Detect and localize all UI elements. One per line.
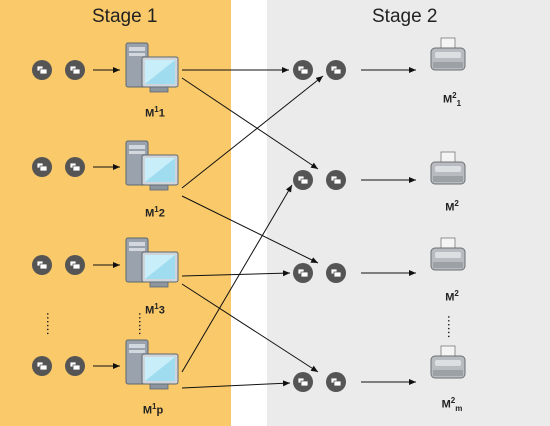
m-base: M: [445, 201, 455, 214]
job-token-icon: [293, 263, 313, 283]
job-token-icon: [32, 255, 52, 275]
stage2-machine-label-1: M21: [443, 91, 461, 108]
stage2-machine-ellipsis: ......: [445, 315, 461, 339]
stage1-machine-label-3: M13: [145, 302, 165, 317]
stage2-machine-label-2: M2: [445, 199, 459, 214]
stage1-machine-label-p: M1p: [143, 402, 163, 417]
stage1-queue-ellipsis: ......: [44, 312, 60, 336]
job-token-icon: [326, 60, 346, 80]
m-sub: 1: [456, 98, 462, 108]
stage2-title: Stage 2: [372, 6, 438, 27]
m-sub: 2: [158, 207, 165, 220]
m-sup: 1: [154, 205, 159, 214]
job-token-icon: [32, 157, 52, 177]
job-token-icon: [326, 372, 346, 392]
m-base: M: [145, 207, 155, 220]
printer-machine-icon: [430, 151, 466, 185]
job-token-icon: [326, 263, 346, 283]
stage2-machine-label-m: M2m: [442, 396, 463, 413]
m-sup: 2: [454, 199, 459, 208]
routing-arrow: [181, 270, 291, 277]
m-sub: 3: [158, 304, 165, 317]
stage1-machine-ellipsis: ......: [136, 312, 152, 336]
routing-arrow: [181, 75, 324, 189]
m-sub: p: [156, 404, 164, 417]
m-base: M: [445, 291, 455, 304]
computer-workstation-icon: [125, 339, 179, 390]
job-token-icon: [293, 372, 313, 392]
job-token-icon: [65, 60, 85, 80]
m-sub: m: [455, 403, 463, 413]
stage2-machine-label-3: M2: [445, 289, 459, 304]
job-token-icon: [293, 170, 313, 190]
job-token-icon: [293, 60, 313, 80]
m-sup: 1: [154, 302, 159, 311]
m-base: M: [442, 93, 453, 106]
routing-arrow: [181, 380, 291, 389]
job-token-icon: [65, 255, 85, 275]
job-token-icon: [326, 170, 346, 190]
routing-arrow: [181, 184, 293, 373]
m-sup: 2: [450, 396, 456, 405]
m-base: M: [441, 398, 451, 411]
printer-machine-icon: [430, 237, 466, 271]
m-sup: 1: [151, 402, 157, 411]
stage1-title: Stage 1: [92, 6, 158, 27]
routing-arrow: [181, 195, 319, 264]
routing-arrow: [181, 77, 319, 170]
m-sup: 2: [454, 289, 459, 298]
stage1-machine-label-1: M11: [145, 105, 165, 120]
job-token-icon: [65, 356, 85, 376]
m-base: M: [142, 404, 152, 417]
m-sup: 2: [452, 91, 457, 100]
computer-workstation-icon: [125, 42, 179, 93]
printer-machine-icon: [430, 345, 466, 379]
job-token-icon: [65, 157, 85, 177]
job-token-icon: [32, 60, 52, 80]
m-sub: 1: [158, 107, 165, 120]
printer-machine-icon: [430, 37, 466, 71]
job-token-icon: [32, 356, 52, 376]
m-base: M: [145, 107, 155, 120]
m-base: M: [145, 304, 155, 317]
stage2-panel: [267, 0, 550, 426]
computer-workstation-icon: [125, 237, 179, 288]
m-sup: 1: [154, 105, 159, 114]
stage1-machine-label-2: M12: [145, 205, 165, 220]
routing-arrow: [181, 283, 319, 373]
computer-workstation-icon: [125, 140, 179, 191]
